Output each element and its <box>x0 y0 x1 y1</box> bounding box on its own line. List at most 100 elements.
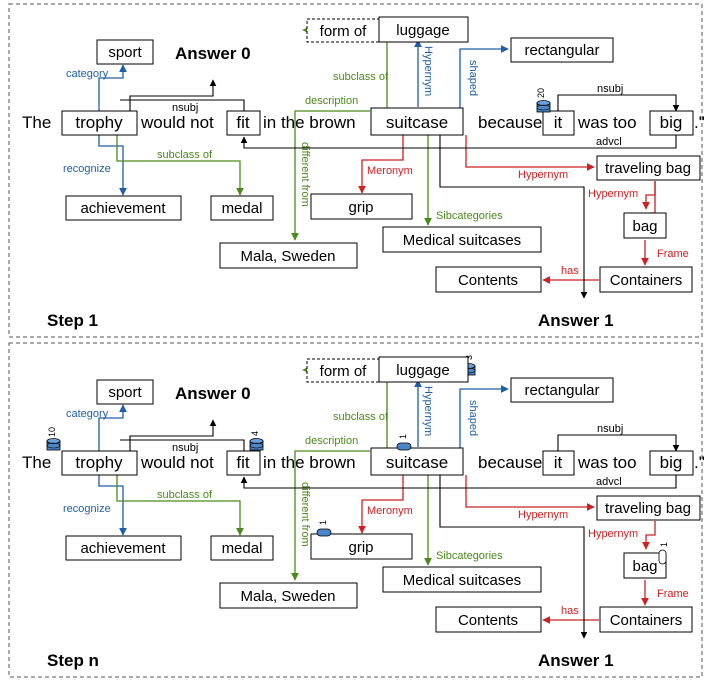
label-subclass-of-medal: subclass of <box>157 149 213 161</box>
label-shaped: shaped <box>467 400 479 436</box>
node-grip-box <box>310 533 413 560</box>
edge-meronym <box>358 475 404 534</box>
edge-category <box>98 64 127 115</box>
edge-recognize <box>98 134 127 196</box>
token-suitcase-box <box>370 447 464 476</box>
node-containers: Containers <box>610 272 683 289</box>
edge-answer1-pointer <box>439 475 588 639</box>
step-label: Step n <box>47 651 99 670</box>
token-trophy-box <box>61 110 138 136</box>
token-end-quote: ." <box>694 113 705 132</box>
token-big: big <box>660 113 683 132</box>
node-luggage-box <box>378 16 469 43</box>
label-sibcategories: Sibcategories <box>436 210 503 222</box>
node-traveling-bag-box <box>596 495 701 521</box>
node-grip-box <box>310 193 413 220</box>
counter-grip: 1 <box>318 520 328 525</box>
edge-different-from <box>291 110 370 241</box>
token-suitcase: suitcase <box>386 113 448 132</box>
token-would-not: would not <box>140 113 214 132</box>
label-category: category <box>66 408 109 420</box>
edge-nsubj-fit-return <box>120 99 245 112</box>
node-mala-sweden: Mala, Sweden <box>240 248 335 265</box>
token-because: because <box>478 113 542 132</box>
node-form-of: form of <box>320 23 368 40</box>
node-rectangular: rectangular <box>524 382 599 399</box>
label-has: has <box>561 265 579 277</box>
edge-advcl <box>240 475 677 489</box>
label-subclass-of-luggage: subclass of <box>333 411 389 423</box>
token-fit-box <box>226 450 261 476</box>
label-hypernym-travel: Hypernym <box>518 509 568 521</box>
node-form-of-box <box>306 18 380 43</box>
counter-luggage: 3 <box>464 355 474 360</box>
label-nsubj-big: nsubj <box>597 83 623 95</box>
token-big: big <box>660 453 683 472</box>
node-sport-box <box>96 379 154 405</box>
label-frame: Frame <box>657 248 689 260</box>
node-bag: bag <box>632 558 657 575</box>
node-contents: Contents <box>458 612 518 629</box>
label-hypernym-luggage: Hypernym <box>422 46 434 96</box>
answer1-label: Answer 1 <box>538 651 614 670</box>
node-medal: medal <box>222 540 263 557</box>
node-rectangular-box <box>510 37 614 63</box>
node-medal-box <box>210 535 274 561</box>
token-big-box <box>649 110 694 136</box>
edge-nsubj-fit <box>129 419 217 452</box>
node-rectangular: rectangular <box>524 42 599 59</box>
label-sibcategories: Sibcategories <box>436 550 503 562</box>
node-medal-box <box>210 195 274 221</box>
node-bag-box <box>623 212 667 239</box>
node-achievement: achievement <box>80 200 166 217</box>
edge-different-from <box>291 450 370 581</box>
label-subclass-of-luggage: subclass of <box>333 71 389 83</box>
counter-it: 20 <box>536 88 546 98</box>
label-meronym: Meronym <box>367 165 413 177</box>
edge-nsubj-fit <box>129 79 217 112</box>
counter-fit: 4 <box>250 431 260 436</box>
label-description: description <box>305 95 358 107</box>
edge-nsubj-big <box>557 434 680 452</box>
token-it: it <box>554 453 563 472</box>
panel-border <box>8 3 703 338</box>
token-in-the-brown: in the brown <box>263 453 356 472</box>
panel-step-1: category recognize subclass of nsubj sub… <box>8 3 705 338</box>
counter-trophy: 10 <box>47 427 57 437</box>
label-hypernym-travel: Hypernym <box>518 169 568 181</box>
label-different-from: different from <box>299 482 311 547</box>
node-containers-box <box>599 606 693 633</box>
edge-subclass-of-medal <box>116 474 244 536</box>
token-big-box <box>649 450 694 476</box>
node-form-of-box <box>306 358 380 383</box>
token-would-not: would not <box>140 453 214 472</box>
token-trophy: trophy <box>75 453 123 472</box>
counter-bag: 1 <box>659 542 669 547</box>
count-pill-icon <box>316 528 332 537</box>
label-frame: Frame <box>657 588 689 600</box>
node-medal: medal <box>222 200 263 217</box>
count-pill-icon <box>396 442 412 451</box>
edge-advcl <box>240 135 677 149</box>
database-icon <box>249 438 264 451</box>
edge-shaped <box>459 45 509 108</box>
label-nsubj-big: nsubj <box>597 423 623 435</box>
edge-subclass-of-medal <box>116 134 244 196</box>
token-end-quote: ." <box>694 453 705 472</box>
node-luggage: luggage <box>396 362 449 379</box>
label-recognize: recognize <box>63 503 111 515</box>
edge-answer1-pointer <box>439 135 588 299</box>
token-trophy: trophy <box>75 113 123 132</box>
label-hypernym-bag: Hypernym <box>588 188 638 200</box>
token-fit: fit <box>236 453 250 472</box>
node-mala-sweden-box <box>219 582 358 609</box>
label-nsubj-fit: nsubj <box>172 442 198 454</box>
node-mala-sweden-box <box>219 242 358 269</box>
token-suitcase: suitcase <box>386 453 448 472</box>
label-advcl: advcl <box>596 136 622 148</box>
label-description: description <box>305 435 358 447</box>
step-label: Step 1 <box>47 311 98 330</box>
token-in-the-brown: in the brown <box>263 113 356 132</box>
count-pill-icon <box>658 549 667 565</box>
node-traveling-bag-box <box>596 155 701 181</box>
